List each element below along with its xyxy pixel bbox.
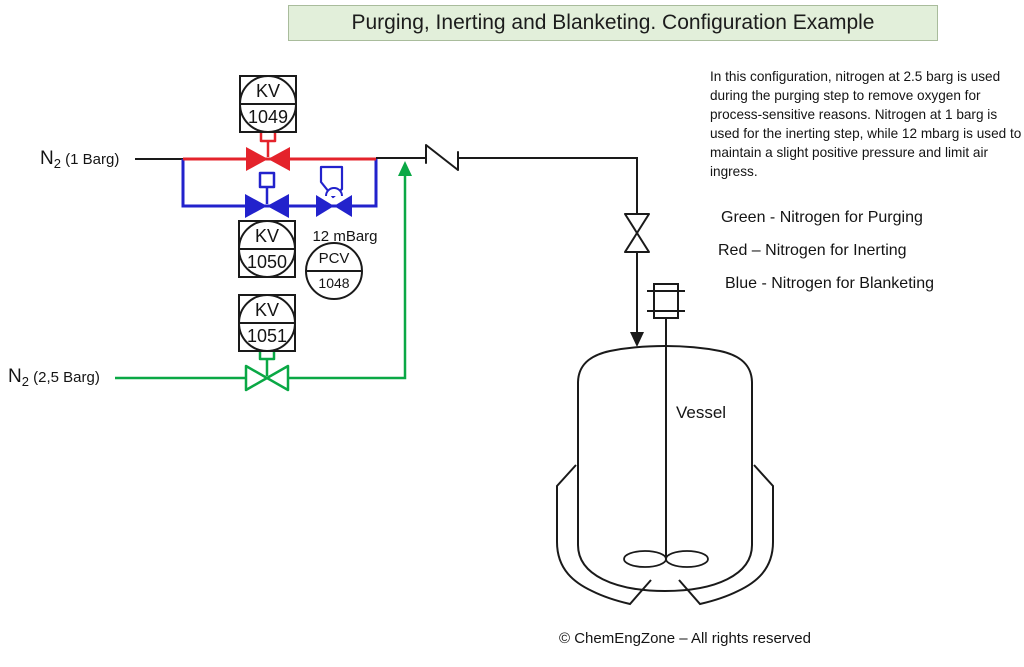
- main-header-pipe: [376, 157, 638, 334]
- impeller-blade-left-icon: [623, 550, 667, 568]
- pcv1048-tag: PCV: [318, 250, 350, 267]
- agitator-motor-icon: [647, 283, 685, 319]
- legend-item-green: Green - Nitrogen for Purging: [721, 209, 923, 226]
- impeller-blade-right-icon: [665, 550, 709, 568]
- n2-1barg-pressure: (1 Barg): [60, 151, 120, 168]
- n2-1barg-subscript: 2: [53, 156, 61, 171]
- n2-25barg-subscript: 2: [21, 374, 29, 389]
- n2-25barg-gas: N: [8, 366, 22, 387]
- pcv1048-instrument-symbol: [305, 242, 363, 300]
- kv1051-tag: KV: [254, 300, 279, 320]
- kv1050-valve-icon: [245, 171, 289, 218]
- kv1051-instrument-symbol: [238, 294, 296, 352]
- n2-1barg-label: N2 (1 Barg): [40, 148, 119, 171]
- kv1050-tag: KV: [254, 226, 279, 246]
- kv1050-number: 1050: [246, 252, 288, 272]
- kv1049-tag: KV: [255, 81, 280, 101]
- line-break-icon: [425, 144, 459, 171]
- purging-pipe: [115, 161, 412, 380]
- page-title: Purging, Inerting and Blanketing. Config…: [288, 5, 938, 41]
- legend-item-blue: Blue - Nitrogen for Blanketing: [725, 275, 934, 292]
- n2-1barg-gas: N: [40, 148, 54, 169]
- kv1051-number: 1051: [246, 326, 288, 346]
- isolation-valve-icon: [624, 213, 650, 253]
- pcv1048-number: 1048: [318, 275, 350, 291]
- n2-25barg-label: N2 (2,5 Barg): [8, 366, 100, 389]
- n2-25barg-pressure: (2,5 Barg): [28, 369, 100, 386]
- flow-down-arrow-icon: [630, 332, 644, 347]
- description-text: In this configuration, nitrogen at 2.5 b…: [710, 69, 1022, 179]
- flow-up-arrow-icon: [398, 161, 412, 176]
- vessel-jacket: [556, 464, 774, 606]
- pcv1048-setpoint: 12 mBarg: [312, 228, 378, 245]
- kv1049-valve-icon: [246, 125, 290, 171]
- legend-item-red: Red – Nitrogen for Inerting: [718, 242, 907, 259]
- pcv1048-valve-icon: [316, 165, 352, 217]
- kv1049-instrument-symbol: [239, 75, 297, 133]
- kv1049-number: 1049: [247, 107, 289, 127]
- copyright-text: © ChemEngZone – All rights reserved: [558, 630, 811, 647]
- kv1050-instrument-symbol: [238, 220, 296, 278]
- vessel-label: Vessel: [676, 403, 727, 422]
